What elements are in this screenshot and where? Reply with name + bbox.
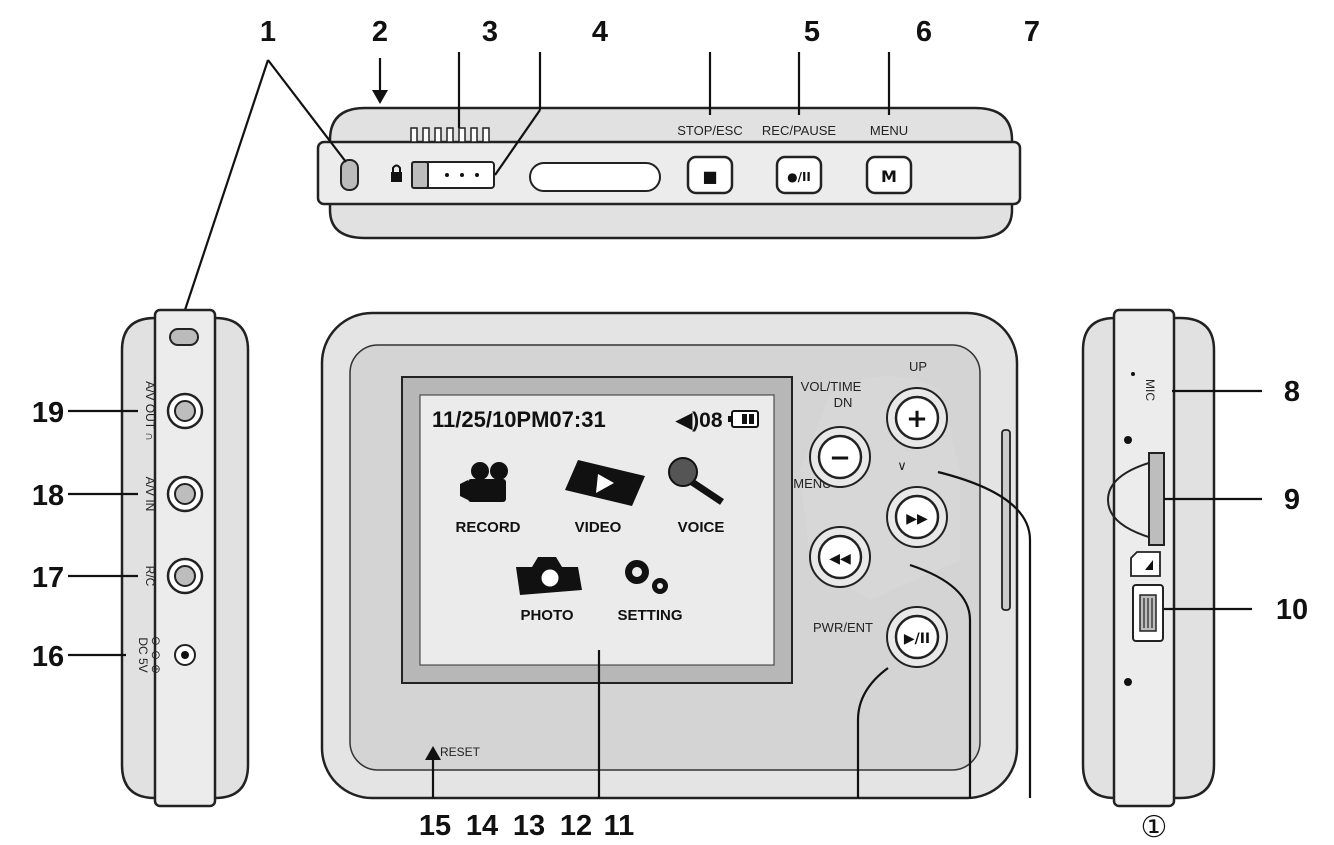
menu-button[interactable]: M: [865, 155, 913, 195]
rc-jack[interactable]: [166, 557, 204, 595]
menu-icon: M: [881, 167, 897, 186]
right-view: MIC: [1081, 308, 1216, 808]
vol-time-label: VOL/TIME: [801, 379, 862, 394]
arrow-head-15: [425, 746, 441, 760]
card-slot-bevel: [1106, 461, 1153, 539]
left-view: A/V OUT ∩ A/V IN R/C ⊖-⊙-⊕ DC 5V: [120, 308, 250, 808]
down-chevron: ∨: [897, 458, 907, 473]
callout-9: 9: [1284, 484, 1300, 516]
vol-down-button[interactable]: −: [809, 426, 871, 488]
card-slot-dot: [1124, 436, 1132, 444]
play-pause-icon: ▶/II: [904, 631, 930, 647]
menu-item-record[interactable]: RECORD: [455, 519, 520, 536]
rewind-icon: ◀◀: [829, 551, 851, 567]
polarity-symbol: ⊖-⊙-⊕: [149, 636, 163, 674]
side-led: [169, 328, 199, 346]
av-out-jack[interactable]: [166, 392, 204, 430]
rec-pause-button[interactable]: ●/II: [775, 155, 823, 195]
menu-item-photo[interactable]: PHOTO: [520, 607, 573, 624]
screen: [419, 394, 775, 666]
av-in-label: A/V IN: [143, 477, 157, 512]
callout-2: 2: [372, 16, 388, 48]
rewind-button[interactable]: ◀◀: [809, 526, 871, 588]
dn-label: DN: [834, 395, 853, 410]
stop-icon: ■: [702, 167, 717, 186]
callout-1: 1: [260, 16, 276, 48]
battery-icon: [728, 410, 759, 428]
callout-11: 11: [604, 810, 635, 842]
mic-hole: [1131, 372, 1135, 376]
memory-card-slot[interactable]: [1148, 452, 1165, 546]
av-out-label: A/V OUT ∩: [143, 381, 157, 441]
card-icon: [1130, 551, 1161, 577]
callout-19: 19: [32, 397, 64, 429]
fast-forward-button[interactable]: ▶▶: [886, 486, 948, 548]
lock-switch[interactable]: [411, 161, 495, 189]
vol-up-button[interactable]: +: [886, 387, 948, 449]
rec-pause-label: REC/PAUSE: [762, 123, 836, 138]
callout-7: 7: [1024, 16, 1040, 48]
dc-label: DC 5V: [136, 637, 150, 672]
film-strip-icon: [565, 460, 645, 506]
front-view: 11/25/10PM07:31 ◀)08: [320, 311, 1019, 800]
plus-icon: +: [906, 404, 928, 434]
front-side-button[interactable]: [1001, 429, 1011, 611]
movie-camera-icon: [460, 462, 508, 502]
arrow-head-2: [372, 90, 388, 104]
play-pause-button[interactable]: ▶/II: [886, 606, 948, 668]
screen-volume: ◀)08: [675, 409, 723, 432]
left-leader-lines: [68, 409, 138, 657]
menu-item-setting[interactable]: SETTING: [617, 607, 682, 624]
minus-icon: −: [829, 443, 851, 473]
pwr-ent-label: PWR/ENT: [813, 620, 873, 635]
callout-15: 15: [419, 810, 451, 842]
menu-item-voice[interactable]: VOICE: [678, 519, 725, 536]
figure-marker: ①: [1141, 810, 1168, 845]
stop-esc-label: STOP/ESC: [677, 123, 743, 138]
callout-3: 3: [482, 16, 498, 48]
callout-6: 6: [916, 16, 932, 48]
callout-12: 12: [560, 810, 592, 842]
right-leader-lines: [1164, 389, 1262, 611]
vent-slots: [410, 127, 490, 143]
callout-13: 13: [513, 810, 545, 842]
lock-icon: [391, 164, 402, 182]
av-in-jack[interactable]: [166, 475, 204, 513]
screen-date-time: 11/25/10PM07:31: [432, 407, 606, 432]
usb-port[interactable]: [1132, 584, 1164, 642]
stop-esc-button[interactable]: ■: [686, 155, 734, 195]
status-led: [340, 159, 359, 191]
menu-item-video[interactable]: VIDEO: [575, 519, 622, 536]
top-view-band: [316, 140, 1022, 206]
microphone-icon: [668, 457, 724, 505]
top-view: ■ ●/II M STOP/ESC REC/PAUSE MENU: [316, 106, 1022, 240]
menu-label: MENU: [870, 123, 908, 138]
callout-16: 16: [32, 641, 64, 673]
top-leader-lines: [178, 52, 891, 326]
callout-10: 10: [1276, 594, 1308, 626]
callout-5: 5: [804, 16, 820, 48]
dc-jack[interactable]: [174, 644, 196, 666]
rc-label: R/C: [143, 566, 157, 587]
record-pause-icon: ●/II: [787, 170, 811, 184]
up-label: UP: [909, 359, 927, 374]
callout-4: 4: [592, 16, 608, 48]
mic-label: MIC: [1143, 379, 1157, 401]
callout-14: 14: [466, 810, 498, 842]
callout-8: 8: [1284, 376, 1300, 408]
camera-icon: [516, 557, 582, 595]
speaker-slot: [529, 162, 661, 192]
front-leader-lines: [425, 470, 1032, 798]
fast-forward-icon: ▶▶: [906, 511, 928, 527]
reset-label: RESET: [440, 745, 481, 759]
usb-dot: [1124, 678, 1132, 686]
gears-icon: [625, 560, 668, 594]
callout-17: 17: [32, 562, 64, 594]
callout-18: 18: [32, 480, 64, 512]
